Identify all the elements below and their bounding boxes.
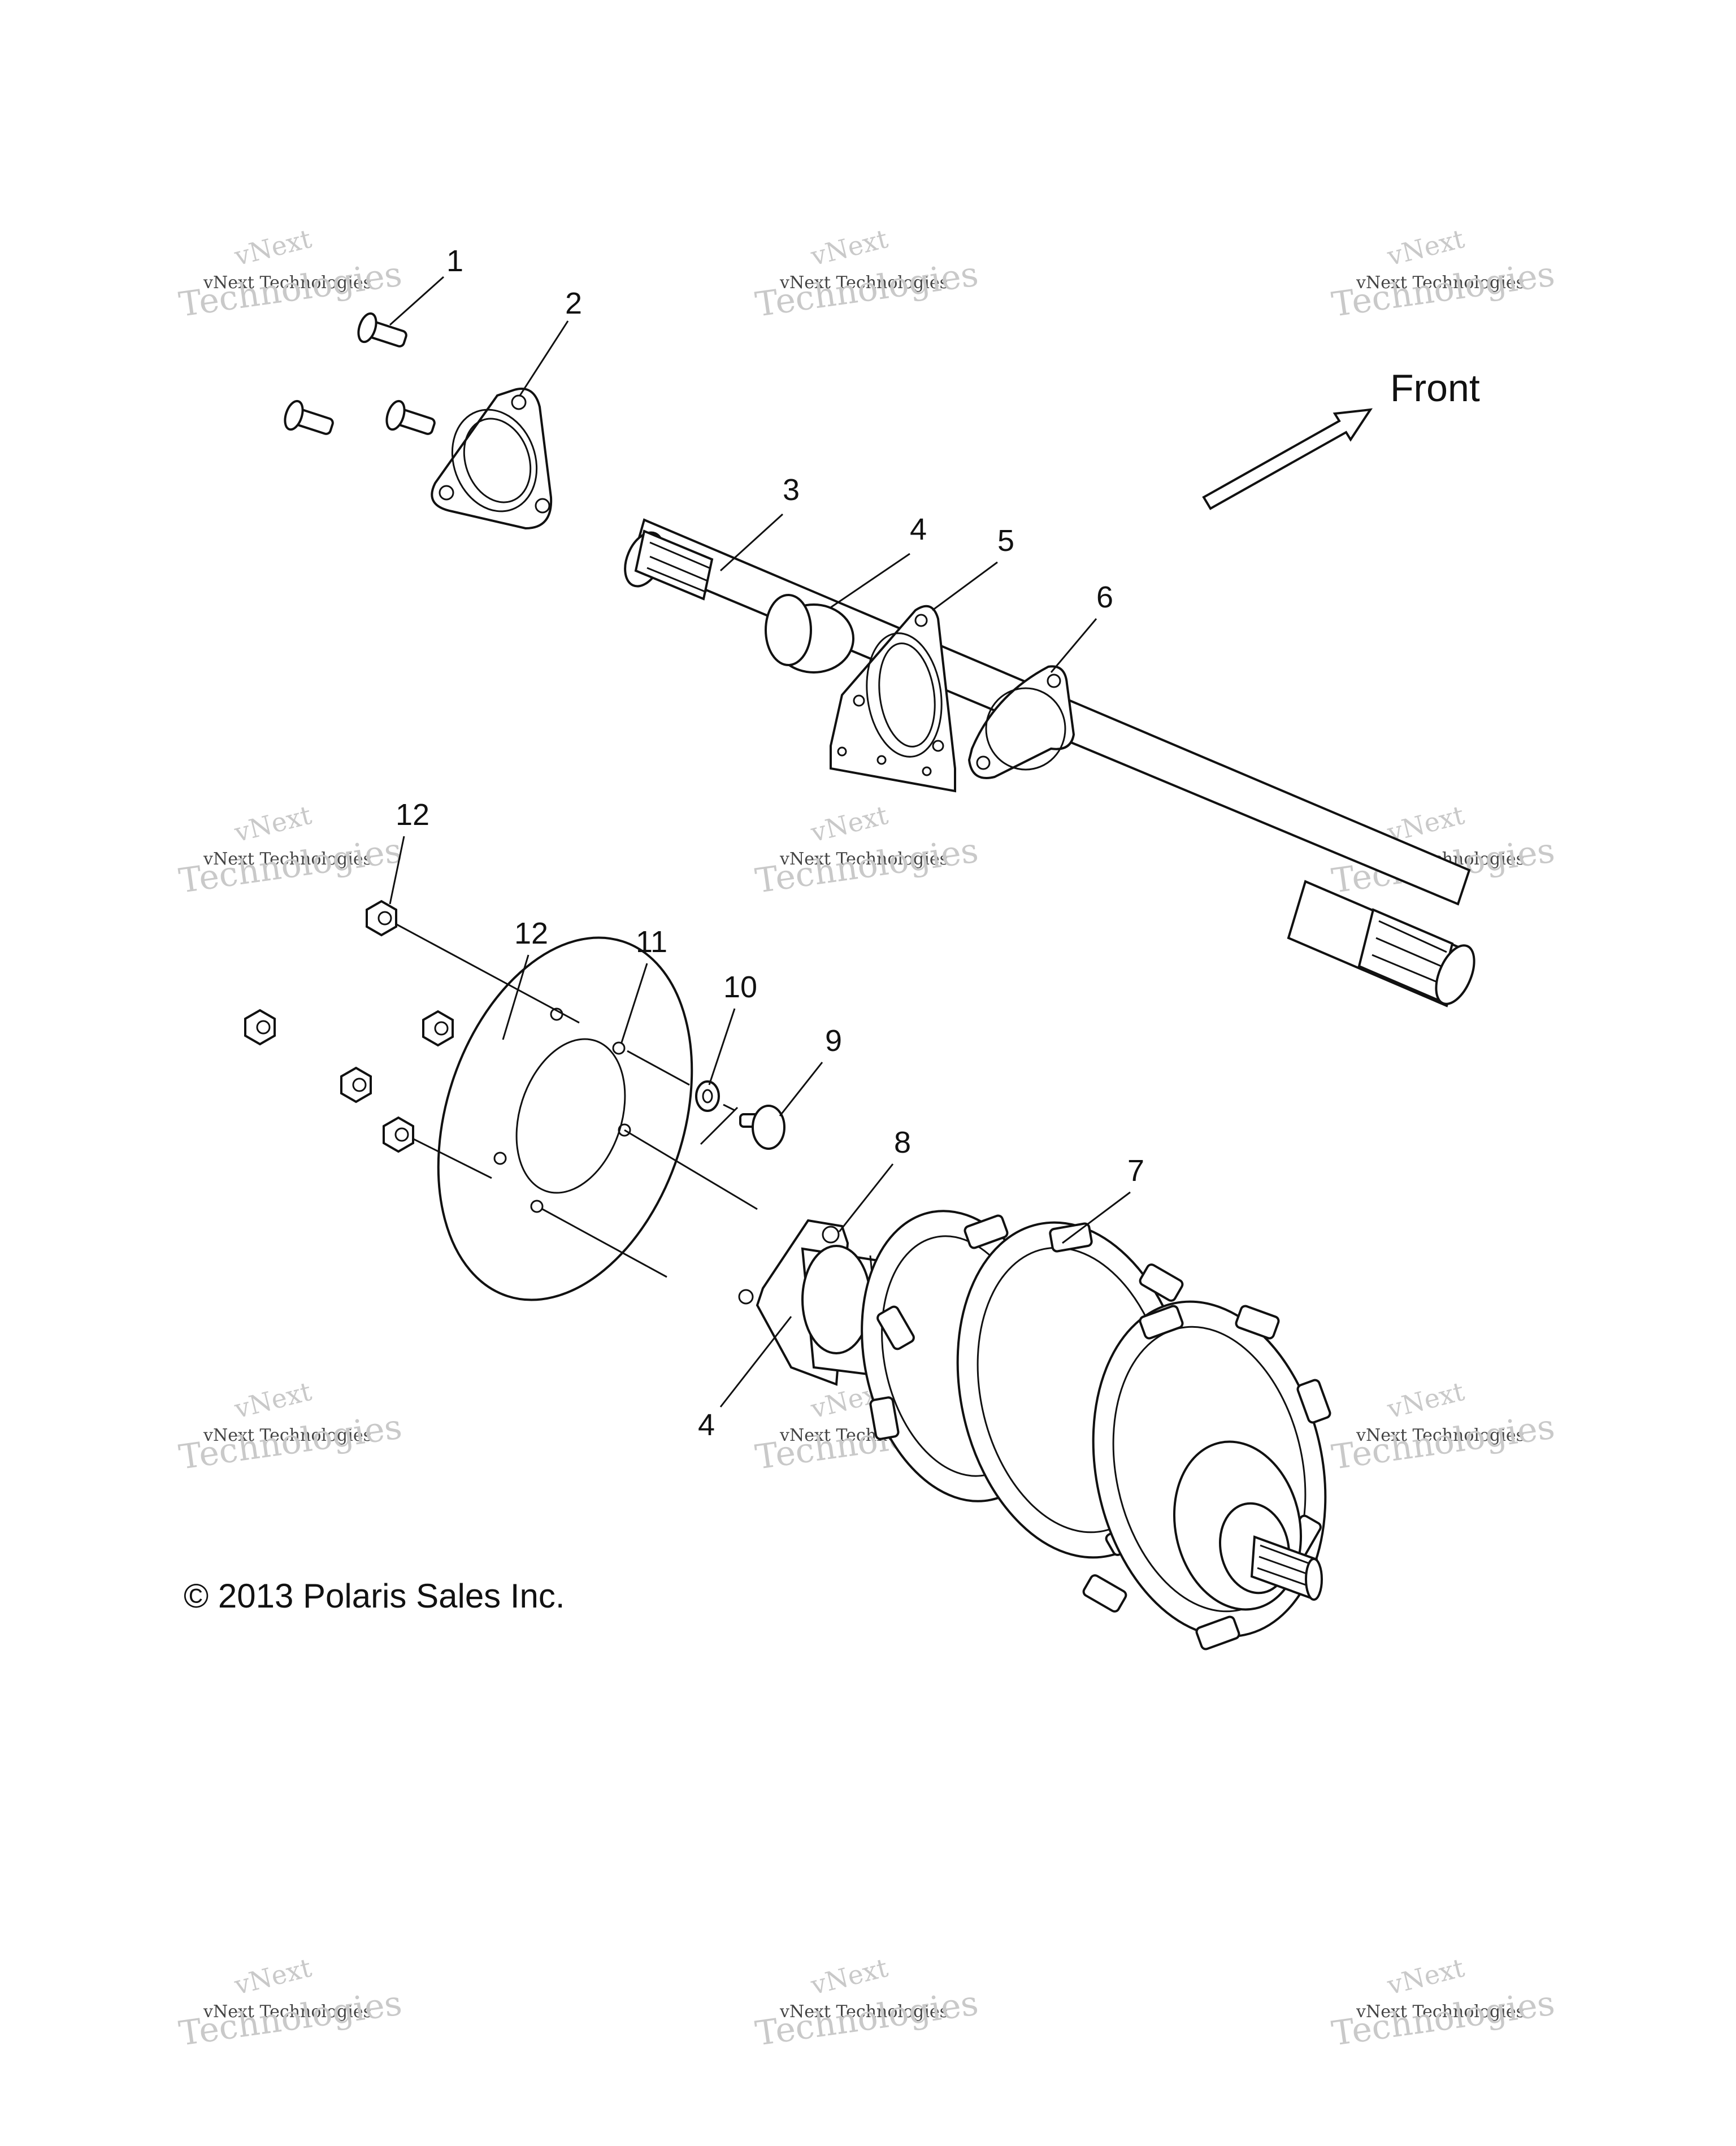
callout-4: 4 bbox=[698, 1408, 715, 1442]
callout-8: 8 bbox=[894, 1126, 911, 1159]
callout-1: 1 bbox=[446, 244, 463, 278]
watermark: vNext vNext Technologies Technologies bbox=[753, 800, 980, 901]
svg-text:Technologies: Technologies bbox=[753, 1983, 980, 2054]
callout-5: 5 bbox=[997, 524, 1014, 558]
watermark: vNext vNext Technologies Technologies bbox=[1329, 1376, 1557, 1478]
callout-7: 7 bbox=[1127, 1154, 1144, 1188]
svg-text:Technologies: Technologies bbox=[753, 254, 980, 325]
svg-text:vNext Technologies: vNext Technologies bbox=[1356, 2002, 1525, 2022]
callout-leaders bbox=[389, 276, 1131, 1408]
svg-text:vNext: vNext bbox=[231, 1376, 315, 1424]
callout-11: 11 bbox=[636, 925, 667, 959]
svg-text:Technologies: Technologies bbox=[1329, 254, 1557, 325]
bearing-part-4-upper bbox=[765, 594, 854, 674]
round-flange-part-11 bbox=[437, 936, 693, 1301]
front-arrow: Front bbox=[1202, 367, 1480, 510]
svg-text:vNext: vNext bbox=[1384, 1376, 1468, 1424]
svg-text:vNext Technologies: vNext Technologies bbox=[779, 2002, 948, 2022]
callout-labels: 1 2 3 4 5 6 12 12 11 10 9 8 7 4 bbox=[396, 244, 1144, 1442]
svg-text:vNext: vNext bbox=[808, 1952, 891, 2001]
svg-text:vNext Technologies: vNext Technologies bbox=[1356, 273, 1525, 293]
svg-text:vNext Technologies: vNext Technologies bbox=[1356, 1426, 1525, 1445]
svg-text:vNext Technologies: vNext Technologies bbox=[779, 273, 948, 293]
callout-9: 9 bbox=[825, 1024, 842, 1058]
drive-shaft-part-3 bbox=[624, 518, 1475, 1007]
watermark: vNext vNext Technologies Technologies bbox=[1329, 1952, 1557, 2054]
callout-4: 4 bbox=[910, 512, 927, 546]
svg-text:Technologies: Technologies bbox=[753, 831, 980, 901]
watermark: vNext vNext Technologies Technologies bbox=[176, 1952, 404, 2054]
callout-12: 12 bbox=[514, 916, 548, 950]
svg-text:vNext Technologies: vNext Technologies bbox=[203, 273, 372, 293]
svg-text:vNext Technologies: vNext Technologies bbox=[203, 849, 372, 869]
svg-text:Technologies: Technologies bbox=[176, 831, 404, 901]
watermark: vNext vNext Technologies Technologies bbox=[1329, 223, 1557, 325]
copyright-text: © 2013 Polaris Sales Inc. bbox=[184, 1577, 565, 1615]
svg-text:vNext: vNext bbox=[1384, 1952, 1468, 2001]
callout-2: 2 bbox=[565, 286, 582, 320]
watermark: vNext vNext Technologies Technologies bbox=[753, 1952, 980, 2054]
watermark: vNext vNext Technologies Technologies bbox=[176, 800, 404, 901]
svg-text:Technologies: Technologies bbox=[176, 1407, 404, 1478]
svg-text:vNext Technologies: vNext Technologies bbox=[203, 1426, 372, 1445]
svg-text:Technologies: Technologies bbox=[1329, 1407, 1557, 1478]
assembly-lines bbox=[395, 923, 758, 1278]
svg-text:Technologies: Technologies bbox=[176, 1983, 404, 2054]
svg-text:Technologies: Technologies bbox=[1329, 1983, 1557, 2054]
watermark: vNext vNext Technologies Technologies bbox=[753, 223, 980, 325]
watermark: vNext vNext Technologies Technologies bbox=[176, 1376, 404, 1478]
bearing-flange-part-2 bbox=[431, 388, 553, 530]
callout-6: 6 bbox=[1096, 580, 1113, 614]
svg-text:vNext: vNext bbox=[231, 1952, 315, 2001]
svg-text:vNext: vNext bbox=[808, 800, 891, 848]
flange-ring-part-6 bbox=[967, 665, 1075, 779]
callout-10: 10 bbox=[723, 970, 757, 1004]
svg-text:vNext: vNext bbox=[231, 800, 315, 848]
svg-text:vNext: vNext bbox=[1384, 223, 1468, 272]
svg-text:vNext Technologies: vNext Technologies bbox=[203, 2002, 372, 2022]
washer-part-10 bbox=[695, 1080, 720, 1112]
callout-3: 3 bbox=[783, 473, 800, 507]
svg-text:vNext: vNext bbox=[231, 223, 315, 272]
watermark: vNext vNext Technologies Technologies bbox=[176, 223, 404, 325]
front-label: Front bbox=[1390, 367, 1480, 410]
rivet-part-9 bbox=[739, 1105, 785, 1150]
bolt-part-1 bbox=[284, 312, 436, 435]
svg-text:vNext Technologies: vNext Technologies bbox=[779, 849, 948, 869]
flange-plate-part-5 bbox=[830, 605, 956, 793]
drive-sprocket-part-7 bbox=[861, 1210, 1331, 1650]
svg-text:vNext: vNext bbox=[808, 223, 891, 272]
callout-12: 12 bbox=[396, 798, 429, 832]
